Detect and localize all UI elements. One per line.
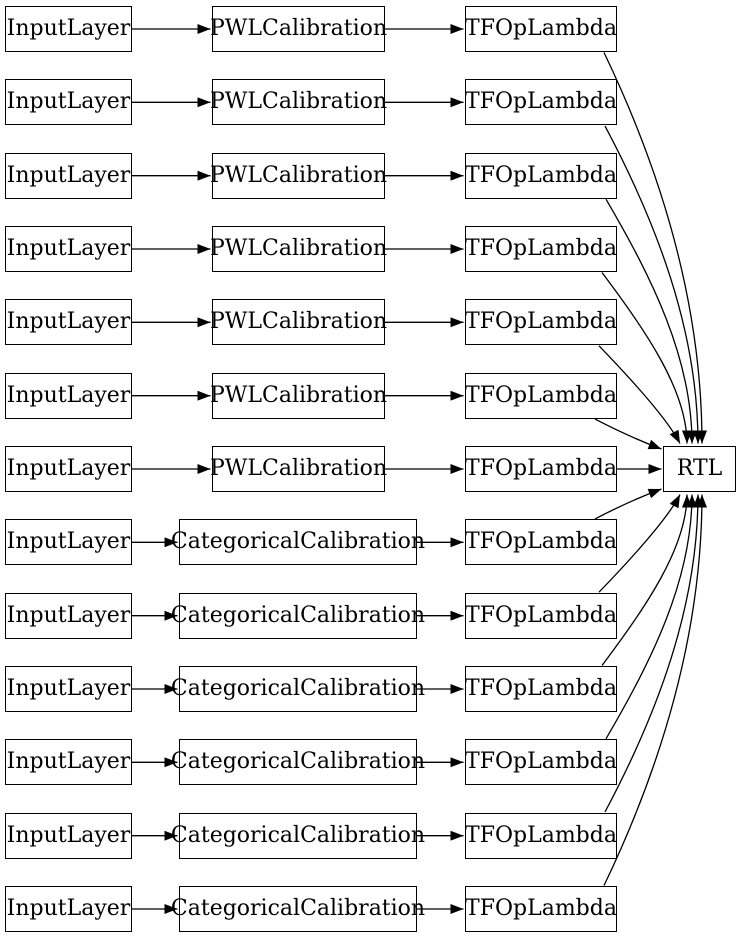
arrow-edge [604,125,703,444]
node-input-layer: InputLayer [5,592,132,639]
arrow-edge [605,198,697,444]
node-tf-op-lambda: TFOpLambda [465,812,617,859]
node-categorical-calibration: CategoricalCalibration [171,812,425,859]
node-pwl-calibration: PWLCalibration [210,446,387,492]
node-input-layer: InputLayer [5,886,132,932]
node-pwl-calibration: PWLCalibration [210,6,387,52]
node-categorical-calibration: CategoricalCalibration [171,519,425,566]
node-input-layer: InputLayer [5,152,132,199]
arrow-edge [605,494,697,740]
arrow-edge [601,494,692,666]
node-categorical-calibration: CategoricalCalibration [171,886,425,932]
node-rtl: RTL [663,446,736,492]
node-tf-op-lambda: TFOpLambda [465,886,617,932]
arrow-edge [603,52,707,444]
node-tf-op-lambda: TFOpLambda [465,372,617,419]
arrow-edge [598,494,681,593]
node-tf-op-lambda: TFOpLambda [465,446,617,492]
node-pwl-calibration: PWLCalibration [210,79,387,126]
node-tf-op-lambda: TFOpLambda [465,666,617,712]
node-input-layer: InputLayer [5,446,132,492]
node-tf-op-lambda: TFOpLambda [465,519,617,566]
edges-lambda-to-rtl [594,52,707,886]
node-pwl-calibration: PWLCalibration [210,372,387,419]
node-input-layer: InputLayer [5,6,132,52]
node-tf-op-lambda: TFOpLambda [465,592,617,639]
arrow-edge [598,345,681,444]
node-input-layer: InputLayer [5,666,132,712]
arrow-edge [603,494,707,886]
node-tf-op-lambda: TFOpLambda [465,739,617,786]
node-tf-op-lambda: TFOpLambda [465,6,617,52]
node-tf-op-lambda: TFOpLambda [465,152,617,199]
node-categorical-calibration: CategoricalCalibration [171,592,425,639]
node-tf-op-lambda: TFOpLambda [465,79,617,126]
node-categorical-calibration: CategoricalCalibration [171,666,425,712]
node-input-layer: InputLayer [5,739,132,786]
node-input-layer: InputLayer [5,79,132,126]
edges-calibration-to-lambda [385,24,464,914]
node-input-layer: InputLayer [5,519,132,566]
node-pwl-calibration: PWLCalibration [210,226,387,272]
arrow-edge [604,494,703,813]
node-input-layer: InputLayer [5,372,132,419]
node-input-layer: InputLayer [5,812,132,859]
arrow-edge [594,418,662,450]
node-tf-op-lambda: TFOpLambda [465,299,617,346]
node-input-layer: InputLayer [5,226,132,272]
arrow-edge [594,488,662,520]
node-tf-op-lambda: TFOpLambda [465,226,617,272]
node-pwl-calibration: PWLCalibration [210,152,387,199]
node-input-layer: InputLayer [5,299,132,346]
node-categorical-calibration: CategoricalCalibration [171,739,425,786]
edges-input-to-calibration [132,24,211,914]
arrow-edge [601,272,692,444]
node-pwl-calibration: PWLCalibration [210,299,387,346]
